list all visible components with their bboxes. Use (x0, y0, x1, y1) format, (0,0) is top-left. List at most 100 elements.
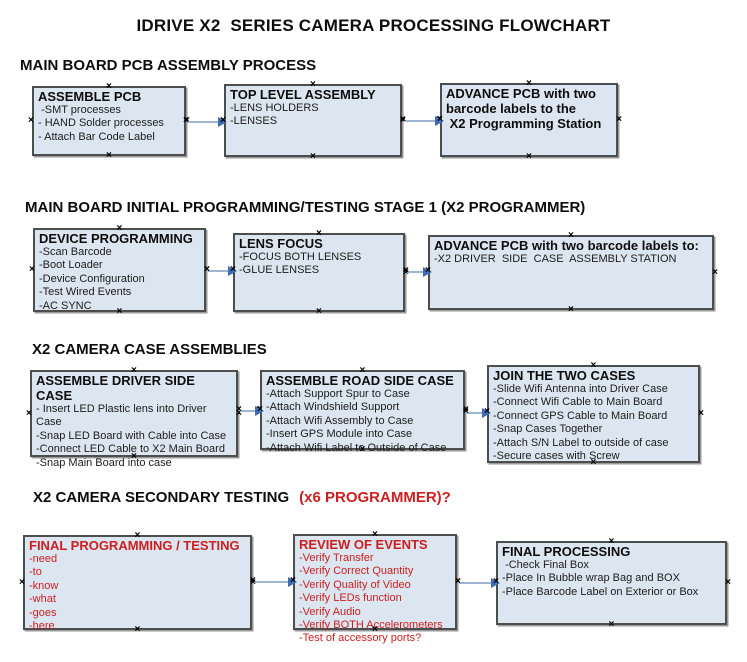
box-title: JOIN THE TWO CASES (493, 368, 636, 383)
connection-handle-icon: × (29, 264, 35, 275)
arrowhead-icon (491, 578, 500, 588)
box-item: -need (29, 553, 58, 565)
box-item: -Attach Wifi Assembly to Case (266, 414, 414, 427)
box-items: -Verify Transfer-Verify Correct Quantity… (299, 552, 452, 646)
box-items: -Attach Support Spur to Case-Attach Wind… (266, 388, 460, 455)
box-item: -Connect GPS Cable to Main Board (493, 409, 668, 422)
connector-arrow[interactable] (204, 264, 237, 276)
box-item: -Verify BOTH Accelerometers (299, 619, 443, 632)
page-title: IDRIVE X2 SERIES CAMERA PROCESSING FLOWC… (136, 16, 611, 35)
box-item: - Attach Bar Code Label (38, 130, 155, 143)
box-title: ADVANCE PCB with two barcode labels to: (434, 238, 699, 253)
connector-arrow[interactable] (183, 115, 227, 127)
arrowhead-icon (218, 117, 227, 127)
box-items: -Scan Barcode-Boot Loader-Device Configu… (39, 246, 201, 313)
connector-arrow[interactable] (236, 404, 264, 416)
connection-handle-icon: × (608, 619, 615, 630)
connector-arrow[interactable] (400, 114, 444, 126)
flow-box-lens-focus[interactable]: LENS FOCUS -FOCUS BOTH LENSES-GLUE LENSE… (229, 228, 409, 317)
arrowhead-icon (435, 116, 444, 126)
box-item: -X2 DRIVER SIDE CASE ASSEMBLY STATION (434, 253, 677, 265)
box-title: ASSEMBLE PCB (38, 89, 142, 104)
section-header-pcb-assembly: MAIN BOARD PCB ASSEMBLY PROCESS (20, 57, 317, 74)
flow-box-review-of-events[interactable]: REVIEW OF EVENTS -Verify Transfer-Verify… (289, 529, 461, 644)
box-item: -AC SYNC (39, 299, 92, 312)
box-items: -SMT processes- HAND Solder processes- A… (38, 104, 181, 144)
flow-box-advance-pcb-programming-station[interactable]: ADVANCE PCB with two barcode labels to t… (436, 78, 622, 162)
connection-handle-icon: × (28, 115, 34, 126)
box-item: -Device Configuration (39, 272, 145, 285)
flow-box-device-programming[interactable]: DEVICE PROGRAMMING -Scan Barcode-Boot Lo… (29, 223, 210, 317)
connection-handle-icon: × (526, 151, 532, 162)
arrowhead-icon (482, 408, 491, 418)
connection-handle-icon: × (26, 407, 32, 419)
box-item: -Attach Windshield Support (266, 401, 400, 414)
flow-box-top-level-assembly[interactable]: TOP LEVEL ASSEMBLY -LENS HOLDERS-LENSES … (220, 79, 406, 162)
arrowhead-icon (255, 406, 264, 416)
box-item: -Connect Wifi Cable to Main Board (493, 396, 663, 409)
flow-box-assemble-driver-side-case[interactable]: ASSEMBLE DRIVER SIDE CASE - Insert LED P… (26, 365, 242, 469)
flow-box-final-processing[interactable]: FINAL PROCESSING -Check Final Box-Place … (492, 536, 731, 630)
box-item: -know (29, 579, 59, 592)
box-item: -goes (29, 606, 57, 619)
box-item: -SMT processes (38, 104, 121, 116)
connector-arrow[interactable] (250, 575, 297, 587)
box-item: -here (29, 620, 55, 633)
box-item: -Slide Wifi Antenna into Driver Case (493, 383, 668, 395)
arrowhead-icon (423, 267, 432, 277)
flow-box-advance-pcb-driver-side-station[interactable]: ADVANCE PCB with two barcode labels to: … (424, 230, 718, 315)
box-item: -GLUE LENSES (239, 264, 320, 277)
box-item: -Test of accessory ports? (299, 632, 422, 645)
box-item: -FOCUS BOTH LENSES (239, 251, 362, 263)
connection-handle-icon: × (712, 266, 718, 278)
flow-box-assemble-pcb[interactable]: ASSEMBLE PCB -SMT processes- HAND Solder… (28, 81, 190, 161)
box-title: ASSEMBLE ROAD SIDE CASE (266, 373, 454, 388)
box-items: -FOCUS BOTH LENSES-GLUE LENSES (239, 251, 400, 278)
box-item: -Attach Support Spur to Case (266, 388, 410, 400)
box-item: -Verify LEDs function (299, 592, 402, 605)
flow-box-assemble-road-side-case[interactable]: ASSEMBLE ROAD SIDE CASE -Attach Support … (256, 365, 469, 455)
box-item: -Verify Transfer (299, 552, 374, 564)
box-item: -Place Barcode Label on Exterior or Box (502, 585, 699, 598)
flow-box-final-programming-testing[interactable]: FINAL PROGRAMMING / TESTING -need-to-kno… (19, 530, 256, 635)
connection-handle-icon: × (310, 151, 316, 162)
connection-handle-icon: × (616, 114, 622, 125)
box-item: -Check Final Box (502, 559, 589, 571)
box-item: -Verify Audio (299, 605, 361, 618)
box-item: -LENS HOLDERS (230, 102, 319, 114)
box-item: -Connect LED Cable to X2 Main Board (36, 443, 225, 456)
section-header-text: X2 CAMERA SECONDARY TESTING (33, 489, 290, 506)
box-items: -LENS HOLDERS-LENSES (230, 102, 397, 129)
box-item: -Insert GPS Module into Case (266, 428, 413, 441)
arrowhead-icon (228, 266, 237, 276)
box-item: - Insert LED Plastic lens into Driver Ca… (36, 403, 210, 429)
section-header-initial-programming: MAIN BOARD INITIAL PROGRAMMING/TESTING S… (25, 199, 586, 216)
box-item: -Place In Bubble wrap Bag and BOX (502, 572, 680, 585)
connection-handle-icon: × (725, 577, 731, 588)
box-items: -need-to-know-what-goes-here (29, 553, 247, 633)
box-item: -what (29, 593, 56, 606)
box-items: -Check Final Box-Place In Bubble wrap Ba… (502, 559, 722, 599)
arrowhead-icon (288, 577, 297, 587)
box-item: -Attach Wifi Label to Outside of Case (266, 441, 447, 454)
box-title: TOP LEVEL ASSEMBLY (230, 87, 376, 102)
section-header-red-text: (x6 PROGRAMMER)? (299, 489, 451, 506)
box-title: FINAL PROCESSING (502, 544, 631, 559)
box-title: REVIEW OF EVENTS (299, 537, 428, 552)
box-item: -LENSES (230, 115, 278, 128)
connection-handle-icon: × (698, 408, 704, 419)
box-item: -Scan Barcode (39, 246, 112, 258)
box-title: LENS FOCUS (239, 236, 323, 251)
box-item: -Snap Cases Together (493, 423, 603, 436)
connector-arrow[interactable] (403, 265, 432, 277)
box-item: -Snap LED Board with Cable into Case (36, 429, 227, 442)
box-title: ADVANCE PCB with two barcode labels to t… (446, 86, 602, 131)
connector-arrow[interactable] (455, 576, 500, 588)
section-header-case-assemblies: X2 CAMERA CASE ASSEMBLIES (32, 341, 267, 358)
connector-arrow[interactable] (463, 406, 491, 418)
connection-handle-icon: × (19, 576, 25, 588)
box-item: -Test Wired Events (39, 286, 132, 299)
flow-box-join-two-cases[interactable]: JOIN THE TWO CASES -Slide Wifi Antenna i… (483, 360, 704, 468)
box-items: - Insert LED Plastic lens into Driver Ca… (36, 403, 233, 470)
